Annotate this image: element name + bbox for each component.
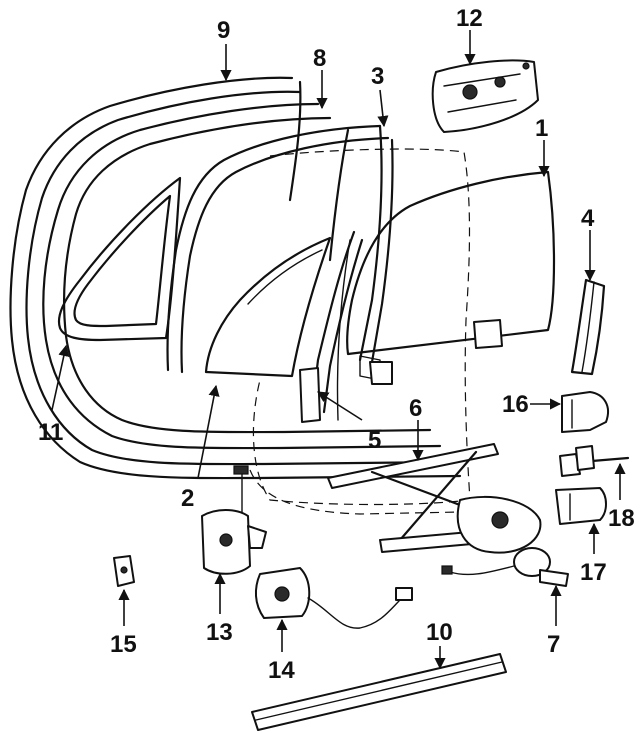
callout-2: 2 — [181, 485, 194, 512]
part-5-division-bar — [299, 230, 364, 423]
part-16-upper-hinge — [561, 391, 609, 433]
part-4-rear-sash-channel — [570, 278, 606, 376]
part-18-door-check — [559, 445, 630, 477]
part-14-lock-actuator — [254, 567, 413, 629]
door-inner-outline — [252, 148, 471, 506]
callout-8: 8 — [313, 45, 326, 72]
callout-16: 16 — [502, 391, 529, 418]
callout-leaders — [51, 30, 626, 670]
part-2-quarter-glass — [204, 236, 332, 378]
part-6-window-regulator — [327, 443, 542, 554]
part-17-lower-hinge — [555, 487, 607, 525]
part-7-window-motor — [441, 547, 569, 587]
part-11-quarter-window-seal — [57, 176, 182, 342]
callout-7: 7 — [547, 631, 560, 658]
callout-10: 10 — [426, 619, 453, 646]
callout-3: 3 — [371, 63, 384, 90]
callout-9: 9 — [217, 17, 230, 44]
callout-12: 12 — [456, 5, 483, 32]
callout-6: 6 — [409, 395, 422, 422]
callout-14: 14 — [268, 657, 295, 684]
callout-4: 4 — [581, 205, 595, 232]
callout-17: 17 — [580, 559, 607, 586]
callout-1: 1 — [535, 115, 548, 142]
part-13-door-lock — [201, 465, 267, 575]
part-10-belt-moulding — [251, 653, 507, 731]
callout-11: 11 — [38, 419, 63, 446]
callout-18: 18 — [608, 505, 635, 532]
callout-13: 13 — [206, 619, 233, 646]
part-12-inside-handle — [431, 59, 539, 133]
part-1-door-glass — [346, 170, 556, 385]
callout-5: 5 — [368, 427, 381, 454]
part-8-door-weatherstrip — [42, 80, 442, 450]
part-9-outer-weatherstrip — [9, 76, 462, 480]
part-15-striker — [113, 555, 135, 587]
callout-15: 15 — [110, 631, 137, 658]
